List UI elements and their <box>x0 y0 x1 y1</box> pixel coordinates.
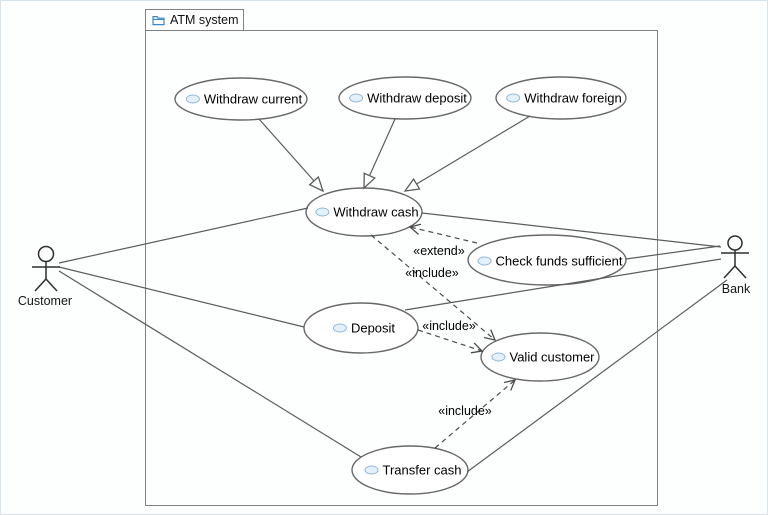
usecase-ellipse-transfer-cash <box>351 445 469 495</box>
use-case-icon <box>491 352 506 362</box>
extend-arrow-check-funds-withdraw-cash <box>408 223 478 244</box>
usecase-ellipse-withdraw-current <box>174 77 308 121</box>
usecase-label-transfer-cash: Transfer cash <box>364 464 462 477</box>
use-case-icon <box>477 256 492 266</box>
association-bank-withdraw-cash <box>421 212 722 248</box>
usecase-ellipse-withdraw-deposit <box>338 76 472 120</box>
use-case-icon <box>506 93 521 103</box>
association-customer-withdraw-cash <box>58 207 309 264</box>
usecase-ellipse-valid-customer <box>480 332 600 382</box>
stereotype-include-label-transfer-cash: «include» <box>438 403 492 418</box>
generalization-arrow-withdraw-foreign <box>403 115 531 192</box>
use-case-icon <box>185 94 200 104</box>
association-customer-transfer-cash <box>58 270 362 458</box>
association-customer-deposit <box>58 266 305 328</box>
usecase-label-deposit: Deposit <box>332 322 395 335</box>
system-boundary <box>145 30 658 506</box>
use-case-icon <box>315 207 330 217</box>
include-arrow-withdraw-cash-valid-customer <box>370 234 497 341</box>
use-case-icon <box>364 465 379 475</box>
stereotype-include-label-withdraw-cash: «include» <box>405 265 459 280</box>
include-arrow-deposit-valid-customer <box>417 329 484 354</box>
association-bank-check-funds <box>625 245 721 260</box>
usecase-label-withdraw-deposit: Withdraw deposit <box>349 92 467 105</box>
folder-icon <box>152 15 165 25</box>
actor-bank-label: Bank <box>721 281 751 296</box>
usecase-label-valid-customer: Valid customer <box>491 351 595 364</box>
actor-bank-figure <box>721 235 749 279</box>
use-case-icon <box>332 323 347 333</box>
usecase-label-check-funds: Check funds sufficient <box>477 255 622 268</box>
use-case-icon <box>349 93 364 103</box>
usecase-ellipse-check-funds <box>467 234 627 286</box>
usecase-label-withdraw-foreign: Withdraw foreign <box>506 92 622 105</box>
association-bank-transfer-cash <box>466 279 728 473</box>
usecase-ellipse-deposit <box>303 302 419 354</box>
stereotype-include-label-deposit: «include» <box>422 318 476 333</box>
usecase-label-withdraw-current: Withdraw current <box>185 93 302 106</box>
system-title: ATM system <box>170 13 239 27</box>
generalization-arrow-withdraw-deposit <box>363 118 396 190</box>
actor-customer-figure <box>32 245 60 292</box>
usecase-ellipse-withdraw-foreign <box>495 76 627 120</box>
actor-customer-label: Customer <box>17 293 73 308</box>
stereotype-extend-label: «extend» <box>413 243 465 258</box>
system-title-box: ATM system <box>145 9 244 31</box>
generalization-arrow-withdraw-current <box>258 118 325 193</box>
usecase-label-withdraw-cash: Withdraw cash <box>315 206 419 219</box>
association-bank-deposit <box>404 258 722 311</box>
